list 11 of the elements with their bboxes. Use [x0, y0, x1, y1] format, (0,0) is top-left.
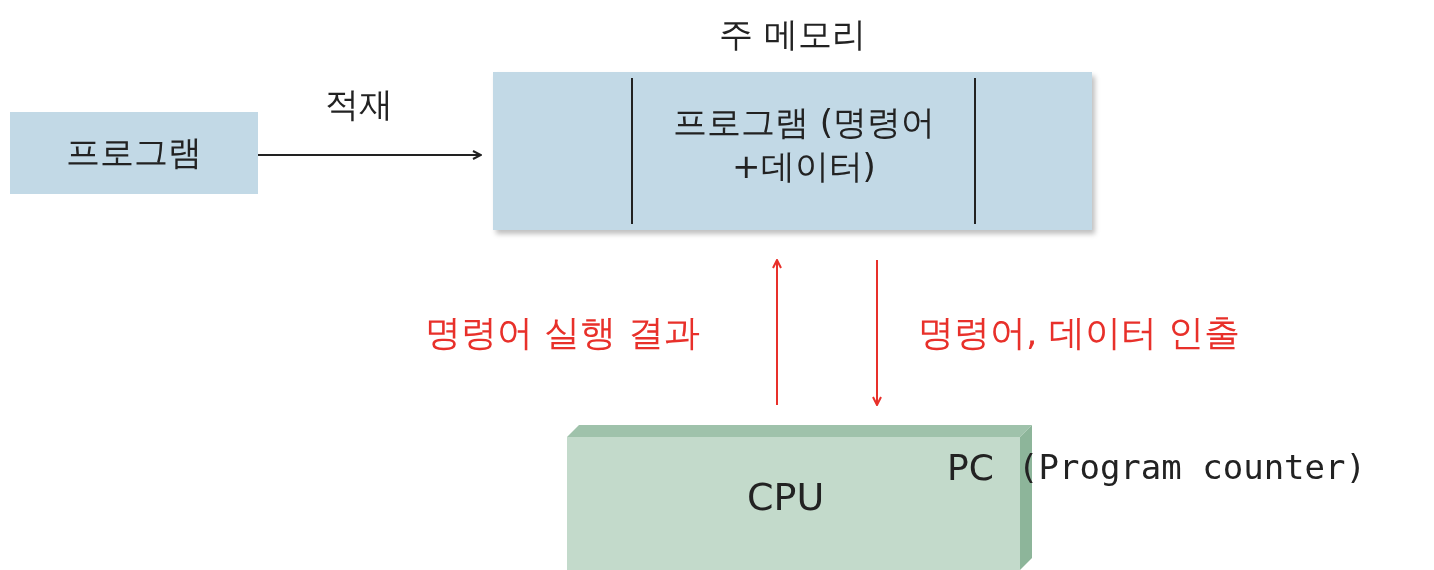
memory-content-text: 프로그램 (명령어+데이터)	[671, 101, 937, 189]
arrow	[872, 259, 882, 406]
arrow	[772, 259, 782, 406]
program-box	[10, 112, 258, 194]
arrow	[257, 150, 482, 160]
cpu-label: CPU	[747, 474, 825, 521]
box-label: 프로그램	[65, 131, 203, 174]
register-label: PC	[947, 446, 994, 490]
memory-heading: 주 메모리	[718, 13, 867, 56]
main-memory-box	[493, 72, 1092, 230]
annotation-text: (Program counter)	[1018, 446, 1366, 489]
